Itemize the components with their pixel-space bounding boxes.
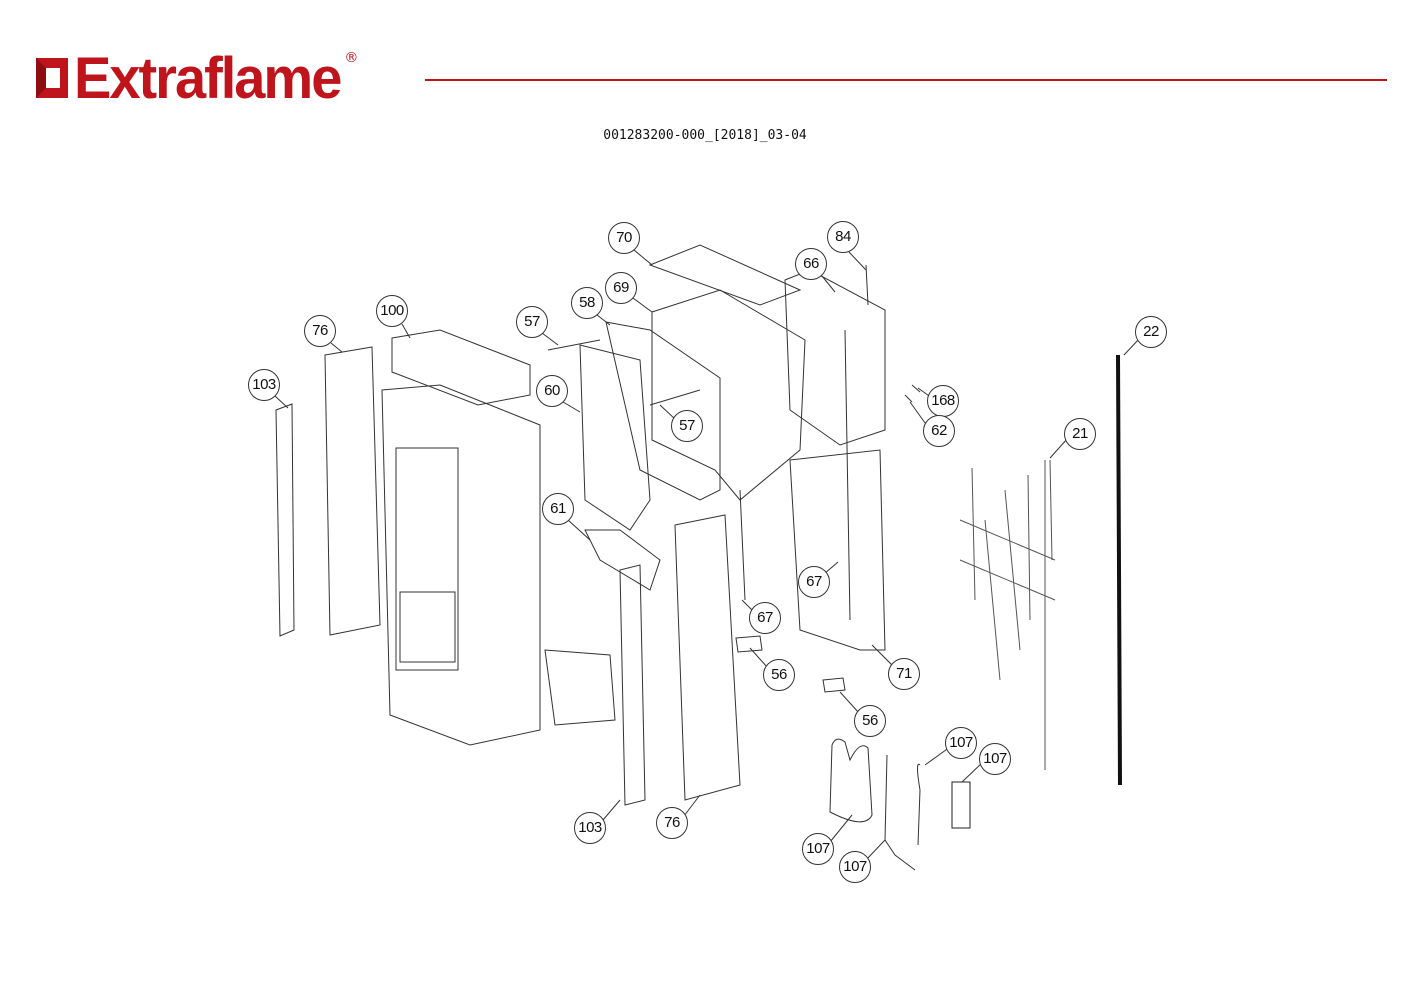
header-rule — [425, 79, 1387, 81]
part-69-hopper — [651, 289, 806, 501]
callout-100: 100 — [376, 295, 408, 327]
callout-56: 56 — [854, 705, 886, 737]
part-107-probe — [917, 763, 921, 846]
part-107-cable — [884, 754, 916, 871]
callout-107: 107 — [979, 743, 1011, 775]
part-62 — [904, 394, 913, 403]
part-56-bracket — [735, 635, 763, 653]
callout-70: 70 — [608, 222, 640, 254]
callout-21: 21 — [1064, 418, 1096, 450]
part-door-window — [395, 447, 459, 671]
callout-76: 76 — [304, 315, 336, 347]
part-100-top — [391, 329, 531, 406]
callout-57: 57 — [671, 410, 703, 442]
part-58 — [605, 321, 721, 501]
callout-67: 67 — [749, 602, 781, 634]
callout-107: 107 — [945, 727, 977, 759]
part-103-left — [275, 403, 295, 637]
callout-76: 76 — [656, 807, 688, 839]
callout-103: 103 — [574, 812, 606, 844]
part-71-frame — [789, 449, 886, 651]
callout-103: 103 — [248, 369, 280, 401]
callout-69: 69 — [605, 272, 637, 304]
part-168 — [911, 384, 921, 393]
brand-logo: Extraflame ® — [34, 44, 359, 111]
callout-56: 56 — [763, 659, 795, 691]
callout-168: 168 — [927, 385, 959, 417]
callout-107: 107 — [802, 833, 834, 865]
part-main-body — [381, 384, 541, 746]
document-code: 001283200-000_[2018]_03-04 — [603, 128, 807, 143]
callout-22: 22 — [1135, 316, 1167, 348]
registered-mark: ® — [344, 50, 359, 66]
logo-mark-icon — [34, 54, 74, 102]
callout-58: 58 — [571, 287, 603, 319]
part-107-panel — [829, 738, 873, 823]
callout-84: 84 — [827, 221, 859, 253]
part-76-right — [674, 514, 741, 801]
part-66 — [784, 269, 886, 446]
part-wiring-harness — [959, 459, 1056, 770]
part-70-lid — [648, 244, 802, 306]
part-103-right — [619, 564, 646, 806]
callout-62: 62 — [923, 415, 955, 447]
part-60 — [579, 344, 651, 531]
part-107-remote — [951, 781, 971, 829]
brand-name: Extraflame — [74, 44, 342, 111]
part-56-bracket-2 — [822, 677, 846, 693]
callout-60: 60 — [536, 375, 568, 407]
part-22-gasket — [1116, 354, 1122, 786]
callout-107: 107 — [839, 851, 871, 883]
callout-71: 71 — [888, 658, 920, 690]
callout-66: 66 — [795, 248, 827, 280]
callout-61: 61 — [542, 493, 574, 525]
callout-67: 67 — [798, 566, 830, 598]
part-76-left — [324, 346, 381, 636]
callout-57: 57 — [516, 306, 548, 338]
part-61 — [584, 529, 661, 591]
